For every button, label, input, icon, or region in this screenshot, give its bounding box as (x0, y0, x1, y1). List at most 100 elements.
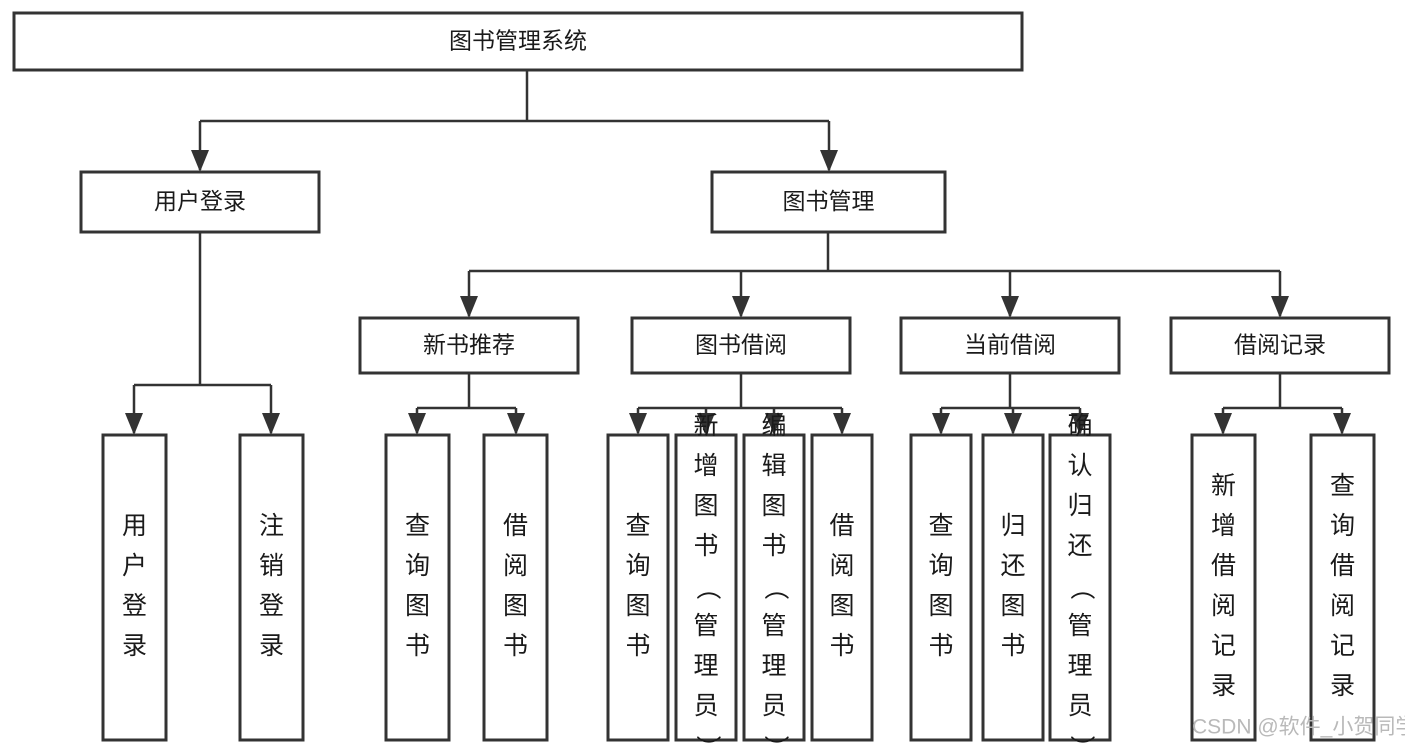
leaf-label-char: 员 (693, 692, 718, 720)
node-box-leaf-query-borrow-record[interactable] (1309, 433, 1376, 742)
leaf-label-char: 增 (1211, 512, 1236, 540)
node-box-leaf-query-books-rec[interactable] (384, 433, 451, 742)
node-box-book-management[interactable] (710, 170, 947, 234)
leaf-label-char: 还 (1000, 552, 1025, 580)
connector-group-level3_book_borrow (629, 373, 851, 435)
leaf-label-char: 新 (693, 412, 718, 440)
leaf-label-char: 户 (122, 552, 147, 580)
leaf-label-char: 新 (1211, 472, 1236, 500)
leaf-label-char: 销 (259, 552, 284, 580)
node-new-book-recommendation[interactable]: 新书推荐 (358, 316, 580, 375)
leaf-label-char: 确 (1067, 412, 1092, 440)
node-current-borrowing[interactable]: 当前借阅 (899, 316, 1121, 375)
node-box-book-borrowing[interactable] (630, 316, 852, 375)
leaf-label-char: 图 (693, 492, 718, 520)
node-label-new-book-recommendation: 新书推荐 (423, 332, 515, 358)
arrow-head-icon-level2_book_management-3 (1271, 296, 1289, 318)
arrow-head-icon-level2_book_management-2 (1001, 296, 1019, 318)
leaf-label-char: 书 (829, 632, 854, 660)
node-label-borrow-records: 借阅记录 (1234, 332, 1326, 358)
arrow-head-icon-level2_user_login-0 (125, 413, 143, 435)
node-book-borrowing[interactable]: 图书借阅 (630, 316, 852, 375)
node-system-title[interactable]: 图书管理系统 (12, 11, 1024, 72)
leaf-label-char: 图 (625, 592, 650, 620)
arrow-head-icon-level3_new_book-1 (507, 413, 525, 435)
arrow-head-icon-level3_current_borrow-2 (1071, 413, 1089, 435)
node-box-borrow-records[interactable] (1169, 316, 1391, 375)
leaf-label-char: 查 (1330, 472, 1355, 500)
node-box-leaf-return-book[interactable] (981, 433, 1045, 742)
node-box-user-login[interactable] (79, 170, 321, 234)
node-box-leaf-user-login[interactable] (101, 433, 168, 742)
arrow-head-icon-level3_borrow_records-1 (1333, 413, 1351, 435)
leaf-label-char: 图 (1000, 592, 1025, 620)
node-box-leaf-query-books-borrow[interactable] (606, 433, 670, 742)
leaf-label-char: 借 (1211, 552, 1236, 580)
node-box-new-book-recommendation[interactable] (358, 316, 580, 375)
node-box-leaf-query-books-current[interactable] (909, 433, 973, 742)
node-label-leaf-user-login: 用户登录 (122, 512, 147, 660)
connector-group-level3_current_borrow (932, 373, 1089, 435)
leaf-label-char: 编 (761, 412, 786, 440)
leaf-label-char: 书 (405, 632, 430, 660)
connector-group-level2_user_login (125, 232, 280, 435)
leaf-label-char: 阅 (503, 552, 528, 580)
node-box-leaf-borrow-books-rec[interactable] (482, 433, 549, 742)
leaf-label-char: 借 (829, 512, 854, 540)
node-box-leaf-logout-login[interactable] (238, 433, 305, 742)
node-label-book-borrowing: 图书借阅 (695, 332, 787, 358)
leaf-label-char: 查 (928, 512, 953, 540)
arrow-head-icon-level3_book_borrow-2 (765, 413, 783, 435)
node-box-leaf-add-borrow-record[interactable] (1190, 433, 1257, 742)
leaf-label-char: 询 (1330, 512, 1355, 540)
arrow-head-icon-level3_book_borrow-0 (629, 413, 647, 435)
leaf-label-char: 注 (259, 512, 284, 540)
arrow-head-icon-level2_user_login-1 (262, 413, 280, 435)
node-box-current-borrowing[interactable] (899, 316, 1121, 375)
arrow-head-icon-level3_book_borrow-1 (697, 413, 715, 435)
leaf-label-char: 阅 (1211, 592, 1236, 620)
node-box-leaf-add-book-admin[interactable] (674, 433, 738, 742)
node-leaf-user-login[interactable]: 用户登录 (101, 433, 168, 742)
arrow-head-icon-title_to_level2-0 (191, 150, 209, 172)
leaf-label-char: 录 (122, 632, 147, 660)
leaf-label-char: 图 (503, 592, 528, 620)
node-user-login[interactable]: 用户登录 (79, 170, 321, 234)
node-borrow-records[interactable]: 借阅记录 (1169, 316, 1391, 375)
leaf-label-char: 登 (259, 592, 284, 620)
leaf-label-char: 增 (693, 452, 718, 480)
leaf-label-char: 理 (693, 652, 718, 680)
node-book-management[interactable]: 图书管理 (710, 170, 947, 234)
leaf-label-char: 理 (1067, 652, 1092, 680)
node-box-system-title[interactable] (12, 11, 1024, 72)
node-box-leaf-borrow-book[interactable] (810, 433, 874, 742)
arrow-head-icon-level3_book_borrow-3 (833, 413, 851, 435)
node-box-leaf-edit-book-admin[interactable] (742, 433, 806, 742)
leaf-label-char: 员 (1067, 692, 1092, 720)
leaf-label-char: 归 (1000, 512, 1025, 540)
connector-group-level3_new_book (408, 373, 525, 435)
node-box-leaf-confirm-return-admin[interactable] (1048, 433, 1112, 742)
connector-group-level3_borrow_records (1214, 373, 1351, 435)
leaf-label-char: 员 (761, 692, 786, 720)
